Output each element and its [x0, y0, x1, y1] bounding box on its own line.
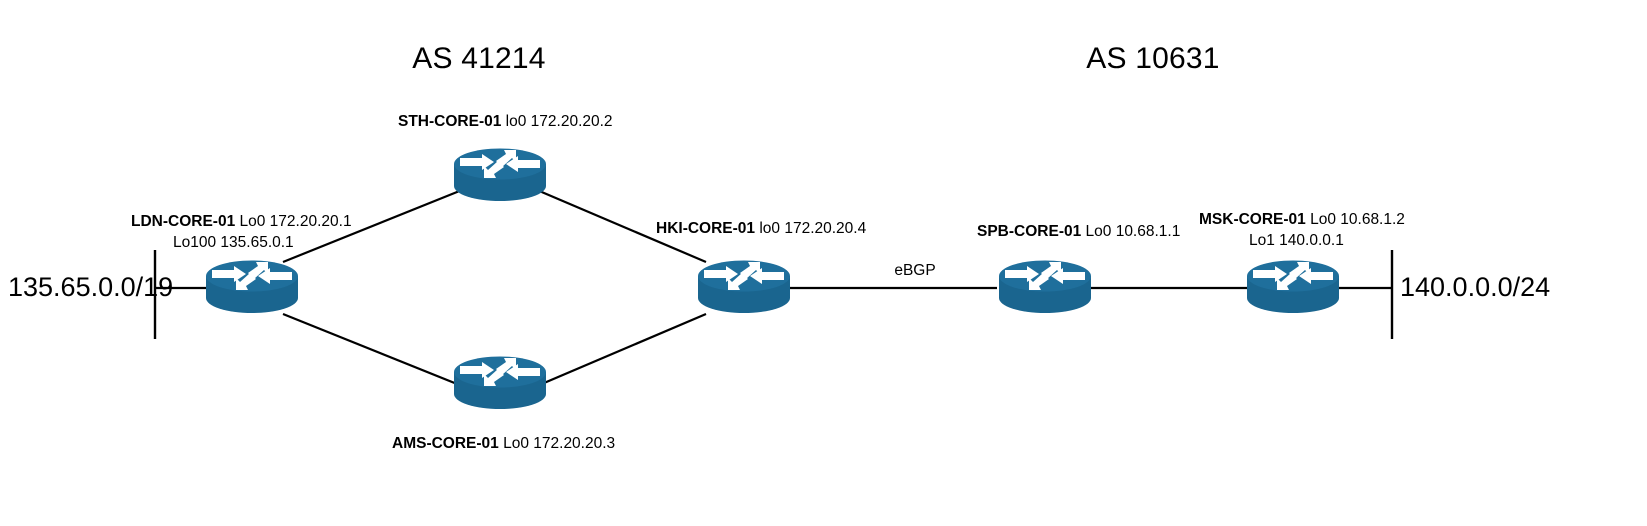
- node-name-sth: STH-CORE-01: [398, 113, 502, 130]
- node-label-spb: SPB-CORE-01 Lo0 10.68.1.1: [977, 221, 1180, 242]
- router-icon-msk[interactable]: [1245, 254, 1341, 314]
- router-icon-sth[interactable]: [452, 142, 548, 202]
- node-label-msk: MSK-CORE-01 Lo0 10.68.1.2 Lo1 140.0.0.1: [1199, 209, 1405, 251]
- router-icon-ams[interactable]: [452, 350, 548, 410]
- node-detail-msk: Lo0 10.68.1.2: [1305, 211, 1405, 228]
- router-icon-hki[interactable]: [696, 254, 792, 314]
- node-detail-sth: lo0 172.20.20.2: [501, 113, 613, 130]
- node-label-ams: AMS-CORE-01 Lo0 172.20.20.3: [392, 433, 615, 454]
- node-label-sth: STH-CORE-01 lo0 172.20.20.2: [398, 111, 613, 132]
- as-title-left: AS 41214: [412, 42, 546, 75]
- edge-ams-hki: [536, 312, 707, 388]
- as-title-right: AS 10631: [1086, 42, 1220, 75]
- node-detail-ldn: Lo0 172.20.20.1: [235, 213, 352, 230]
- node-detail-ams: Lo0 172.20.20.3: [498, 435, 616, 452]
- node-detail2-msk: Lo1 140.0.0.1: [1249, 232, 1344, 249]
- node-name-hki: HKI-CORE-01: [656, 220, 756, 237]
- router-icon-spb[interactable]: [997, 254, 1093, 314]
- node-detail2-ldn: Lo100 135.65.0.1: [173, 234, 294, 251]
- subnet-label-left: 135.65.0.0/19: [8, 272, 174, 302]
- node-label-hki: HKI-CORE-01 lo0 172.20.20.4: [656, 218, 866, 239]
- node-name-ams: AMS-CORE-01: [392, 435, 499, 452]
- node-name-msk: MSK-CORE-01: [1199, 211, 1306, 228]
- edge-ldn-ams: [282, 312, 463, 388]
- node-name-spb: SPB-CORE-01: [977, 223, 1082, 240]
- node-detail-hki: lo0 172.20.20.4: [755, 220, 867, 237]
- node-name-ldn: LDN-CORE-01: [131, 213, 236, 230]
- router-icon-ldn[interactable]: [204, 254, 300, 314]
- node-detail-spb: Lo0 10.68.1.1: [1081, 223, 1181, 240]
- link-label-ebgp: eBGP: [894, 262, 936, 279]
- subnet-label-right: 140.0.0.0/24: [1400, 272, 1551, 302]
- node-label-ldn: LDN-CORE-01 Lo0 172.20.20.1 Lo100 135.65…: [131, 211, 352, 253]
